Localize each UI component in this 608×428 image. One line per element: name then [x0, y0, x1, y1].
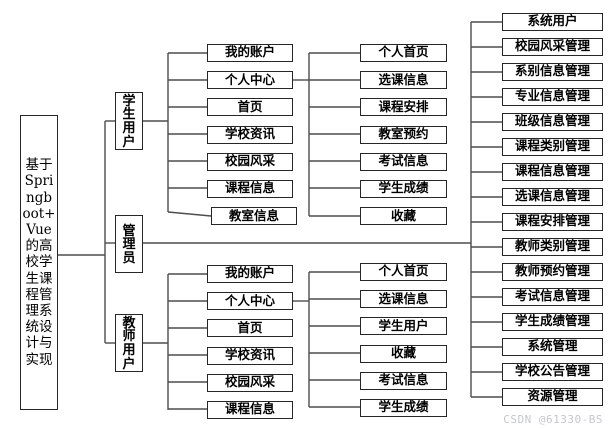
tree-node: 收藏 [360, 207, 447, 226]
tree-node: 考试信息 [360, 371, 447, 390]
admin-menu-column: 系统用户 校园风采管理 系别信息管理 专业信息管理 班级信息管理 课程类别管理 … [502, 13, 603, 406]
branch-teacher-user: 教师用户 [115, 314, 143, 372]
tree-node: 个人中心 [207, 71, 293, 90]
tree-node: 教师预约管理 [502, 263, 603, 281]
tree-node: 教室信息 [211, 207, 297, 226]
student-menu-column: 我的账户 个人中心 首页 学校资讯 校园风采 课程信息 教室信息 [207, 44, 297, 226]
tree-node: 个人中心 [207, 292, 293, 311]
tree-node: 课程信息 [207, 179, 293, 198]
tree-node: 首页 [207, 98, 293, 117]
tree-node: 学生用户 [360, 317, 447, 336]
tree-node: 考试信息管理 [502, 288, 603, 306]
tree-node: 系别信息管理 [502, 63, 603, 81]
tree-node: 我的账户 [207, 44, 293, 62]
tree-node: 选课信息管理 [502, 188, 603, 206]
tree-node: 课程安排管理 [502, 213, 603, 231]
tree-node: 课程安排 [360, 98, 447, 117]
tree-node: 校园风采 [207, 152, 293, 171]
tree-node: 收藏 [360, 344, 447, 363]
root-node: 基于Springboot+Vue的高校学生课程管理系统设计与实现 [20, 115, 58, 410]
tree-node: 学生成绩 [360, 179, 447, 198]
tree-node: 首页 [207, 319, 293, 338]
tree-node: 系统管理 [502, 338, 603, 356]
tree-node: 学生成绩管理 [502, 313, 603, 331]
csdn-watermark: CSDN @61330-BS [503, 413, 603, 426]
tree-node: 校园风采管理 [502, 38, 603, 56]
tree-node: 课程信息 [207, 400, 293, 419]
teacher-personal-center-column: 个人首页 选课信息 学生用户 收藏 考试信息 学生成绩 [360, 263, 447, 417]
tree-node: 学校资讯 [207, 346, 293, 365]
tree-node: 我的账户 [207, 265, 293, 283]
tree-node: 专业信息管理 [502, 88, 603, 106]
tree-node: 个人首页 [360, 263, 447, 281]
tree-node: 教师类别管理 [502, 238, 603, 256]
tree-node: 学校资讯 [207, 125, 293, 144]
tree-node: 学生成绩 [360, 398, 447, 417]
student-personal-center-column: 个人首页 选课信息 课程安排 教室预约 考试信息 学生成绩 收藏 [360, 44, 447, 226]
tree-node: 资源管理 [502, 388, 603, 406]
tree-node: 个人首页 [360, 44, 447, 62]
tree-node: 课程类别管理 [502, 138, 603, 156]
teacher-menu-column: 我的账户 个人中心 首页 学校资讯 校园风采 课程信息 [207, 265, 293, 419]
tree-node: 考试信息 [360, 152, 447, 171]
tree-node: 系统用户 [502, 13, 603, 31]
branch-student-user: 学生用户 [115, 92, 143, 150]
tree-node: 选课信息 [360, 71, 447, 90]
tree-node: 教室预约 [360, 125, 447, 144]
tree-node: 选课信息 [360, 290, 447, 309]
tree-node: 学校公告管理 [502, 363, 603, 381]
tree-node: 校园风采 [207, 373, 293, 392]
tree-node: 班级信息管理 [502, 113, 603, 131]
tree-node: 课程信息管理 [502, 163, 603, 181]
branch-admin: 管理员 [115, 215, 143, 273]
